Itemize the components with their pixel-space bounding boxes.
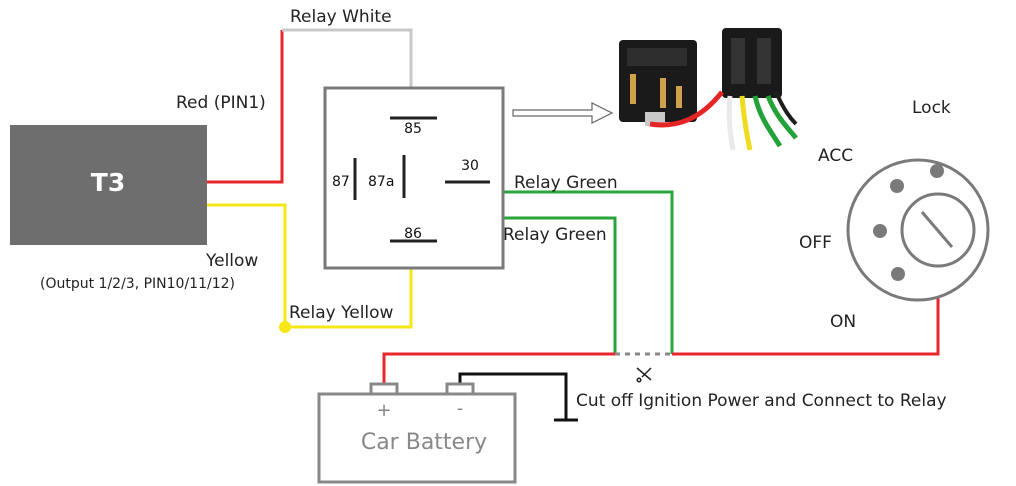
pin-85-label: 85 (404, 121, 422, 137)
pin-86-label: 86 (404, 226, 422, 242)
ignition-key-slot (920, 211, 954, 248)
battery-plus-sign: + (376, 400, 391, 421)
pin-87a-label: 87a (368, 174, 394, 190)
yellow-wire (207, 203, 287, 327)
car-battery (317, 392, 517, 484)
relay-yellow-label: Relay Yellow (289, 303, 394, 323)
off-label: OFF (799, 233, 832, 253)
relay-green-label-2: Relay Green (503, 225, 607, 245)
off-position-dot (873, 224, 887, 238)
relay-photo (619, 28, 798, 151)
arrow-icon (512, 102, 614, 124)
battery-minus-sign: - (457, 398, 464, 419)
pin-30-label: 30 (461, 158, 479, 174)
lock-position-dot (930, 164, 944, 178)
red-pin1-label: Red (PIN1) (176, 93, 266, 113)
on-label: ON (830, 312, 856, 332)
t3-device (10, 125, 207, 245)
relay-yellow-wire (285, 241, 413, 329)
yellow-junction-dot (279, 321, 291, 333)
yellow-label: Yellow (205, 251, 258, 271)
cut-off-note: Cut off Ignition Power and Connect to Re… (576, 391, 947, 411)
on-position-dot (891, 267, 905, 281)
battery-label: Car Battery (361, 430, 487, 455)
red-wire-pin1 (207, 30, 284, 184)
cut-mark-icon (636, 367, 652, 383)
acc-position-dot (890, 179, 904, 193)
yellow-detail-label: (Output 1/2/3, PIN10/11/12) (40, 276, 235, 292)
relay-white-label: Relay White (290, 7, 392, 27)
battery-red-wire (382, 352, 615, 384)
t3-label: T3 (91, 168, 125, 197)
ground-wire (458, 372, 568, 420)
pin-87-label: 87 (332, 174, 350, 190)
relay-green-label-1: Relay Green (514, 173, 618, 193)
lock-label: Lock (912, 98, 951, 118)
acc-label: ACC (818, 146, 853, 166)
